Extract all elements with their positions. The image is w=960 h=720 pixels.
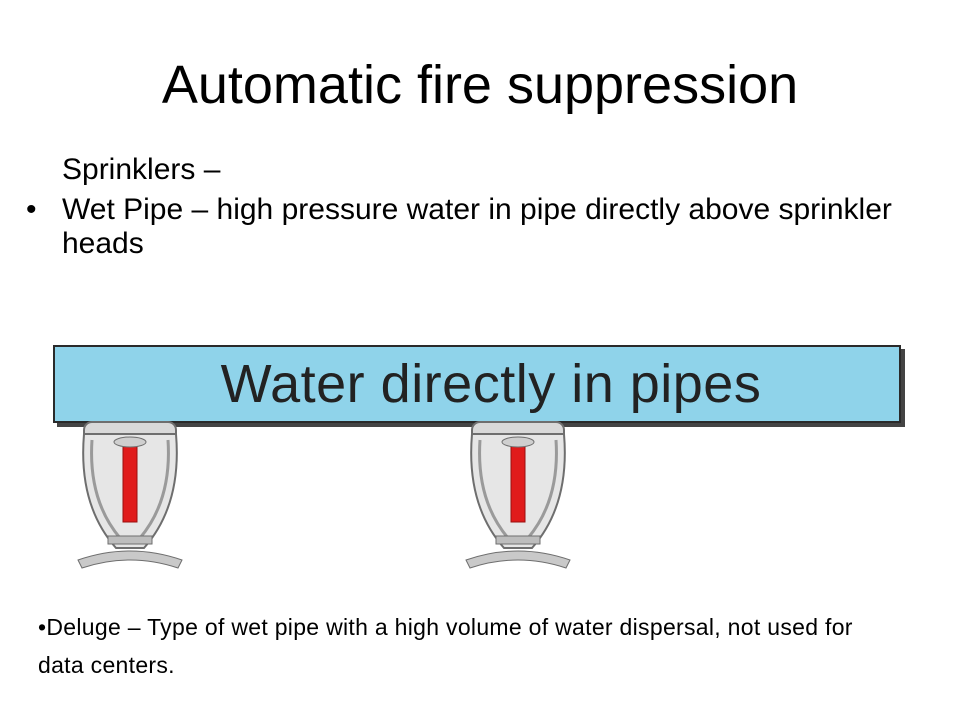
- bullet-item: • Wet Pipe – high pressure water in pipe…: [26, 193, 906, 261]
- bullet-text: Wet Pipe – high pressure water in pipe d…: [62, 193, 892, 260]
- slide-title: Automatic fire suppression: [161, 55, 799, 115]
- bullet-marker: •: [26, 193, 37, 226]
- pipe-label: Water directly in pipes: [220, 354, 762, 414]
- bullet-list: • Wet Pipe – high pressure water in pipe…: [26, 193, 906, 261]
- sprinkler-head-icon: [465, 421, 571, 569]
- deluge-note: •Deluge – Type of wet pipe with a high v…: [38, 614, 853, 678]
- water-pipe: Water directly in pipes: [53, 345, 901, 423]
- sprinkler-head-icon: [77, 421, 183, 569]
- subheading: Sprinklers –: [62, 153, 221, 186]
